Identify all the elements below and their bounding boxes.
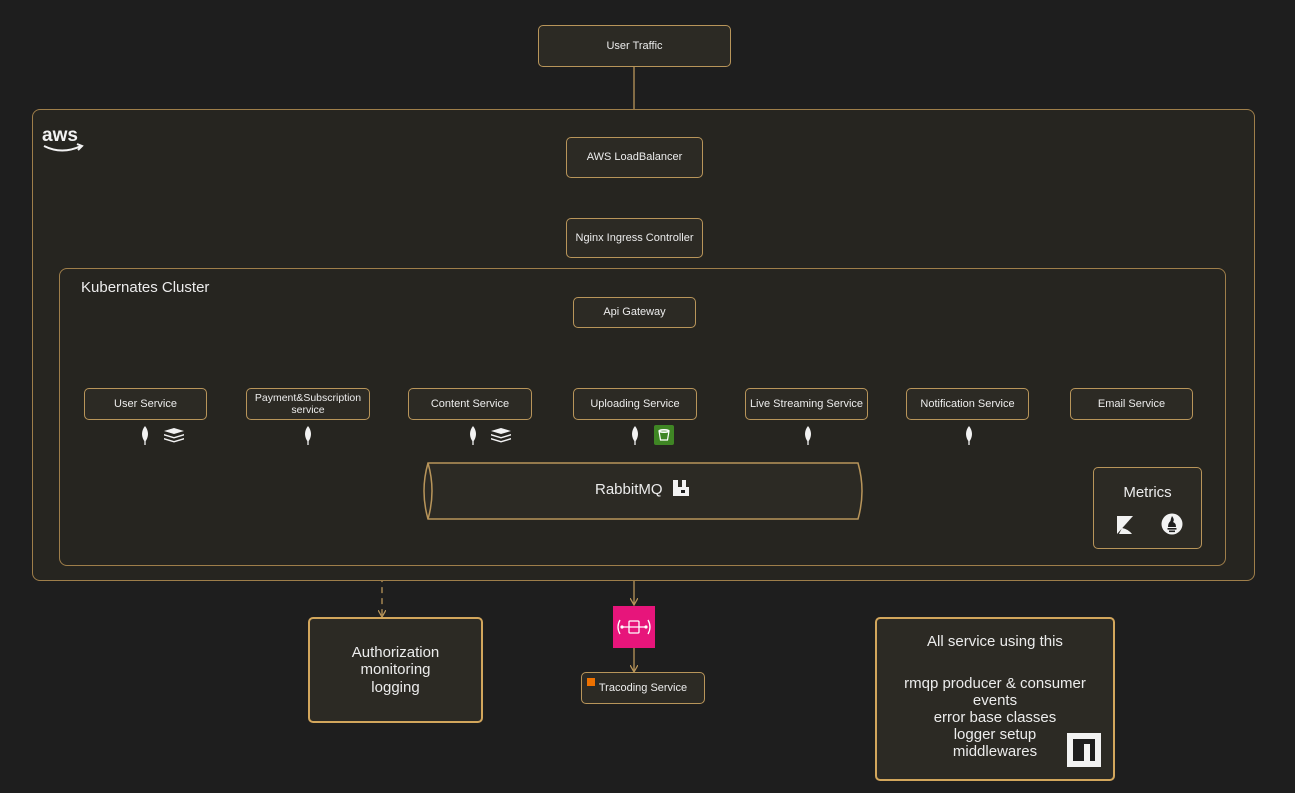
redis-icon [491,428,511,443]
aws-ec2-icon [587,678,595,686]
service-label: Uploading Service [590,397,680,410]
cluster-title: Kubernates Cluster [81,279,210,296]
redis-icon [164,428,184,443]
content-service-box[interactable]: Content Service [408,388,532,420]
shared-library-line: error base classes [933,709,1057,726]
shared-library-line: events [972,692,1018,709]
rabbitmq-queue[interactable] [418,460,870,522]
s3-bucket-icon [654,425,674,445]
mongodb-icon [632,426,638,445]
rabbitmq-icon [673,480,689,496]
uploading-service-box[interactable]: Uploading Service [573,388,697,420]
service-label: Email Service [1097,397,1166,410]
shared-library-title: All service using this [927,633,1063,650]
payment-subscription-service-box[interactable]: Payment&Subscription service [246,388,370,420]
mongodb-icon [805,426,811,445]
authorization-box[interactable]: Authorization monitoring logging [308,617,483,723]
aws-sqs-icon [613,606,655,648]
api-gateway-label: Api Gateway [603,306,666,319]
user-service-box[interactable]: User Service [84,388,207,420]
metrics-title: Metrics [1123,484,1172,501]
aws-load-balancer-box[interactable]: AWS LoadBalancer [566,137,703,178]
ingress-label: Nginx Ingress Controller [575,231,694,244]
shared-library-box[interactable]: All service using this rmqp producer & c… [875,617,1115,781]
aws-logo-text: aws [42,125,78,146]
mongodb-icon [305,426,311,445]
nginx-ingress-box[interactable]: Nginx Ingress Controller [566,218,703,258]
transcoding-service-box[interactable]: Tracoding Service [581,672,705,704]
mongodb-icon [966,426,972,445]
api-gateway-box[interactable]: Api Gateway [573,297,696,328]
email-service-box[interactable]: Email Service [1070,388,1193,420]
kibana-icon [1117,516,1133,534]
auth-line: Authorization [351,644,440,662]
live-streaming-service-box[interactable]: Live Streaming Service [745,388,868,420]
mongodb-icon [142,426,148,445]
user-traffic-label: User Traffic [606,39,663,52]
metrics-box[interactable]: Metrics [1093,467,1202,549]
shared-library-line: logger setup [953,726,1037,743]
notification-service-box[interactable]: Notification Service [906,388,1029,420]
service-label: Payment&Subscription service [254,391,362,416]
service-label: Live Streaming Service [749,397,864,410]
load-balancer-label: AWS LoadBalancer [586,151,683,164]
mongodb-icon [470,426,476,445]
auth-line: logging [371,678,420,696]
aws-logo: aws [41,124,87,156]
service-label: User Service [114,397,177,410]
shared-library-line: rmqp producer & consumer [904,675,1086,692]
rabbitmq-label: RabbitMQ [595,481,663,498]
service-label: Content Service [430,397,510,410]
prometheus-icon [1161,513,1183,535]
npm-icon [1067,733,1101,767]
shared-library-line: middlewares [952,743,1038,760]
transcoding-label: Tracoding Service [598,681,688,694]
service-label: Notification Service [920,397,1015,410]
user-traffic-box[interactable]: User Traffic [538,25,731,67]
auth-line: monitoring [360,661,431,679]
